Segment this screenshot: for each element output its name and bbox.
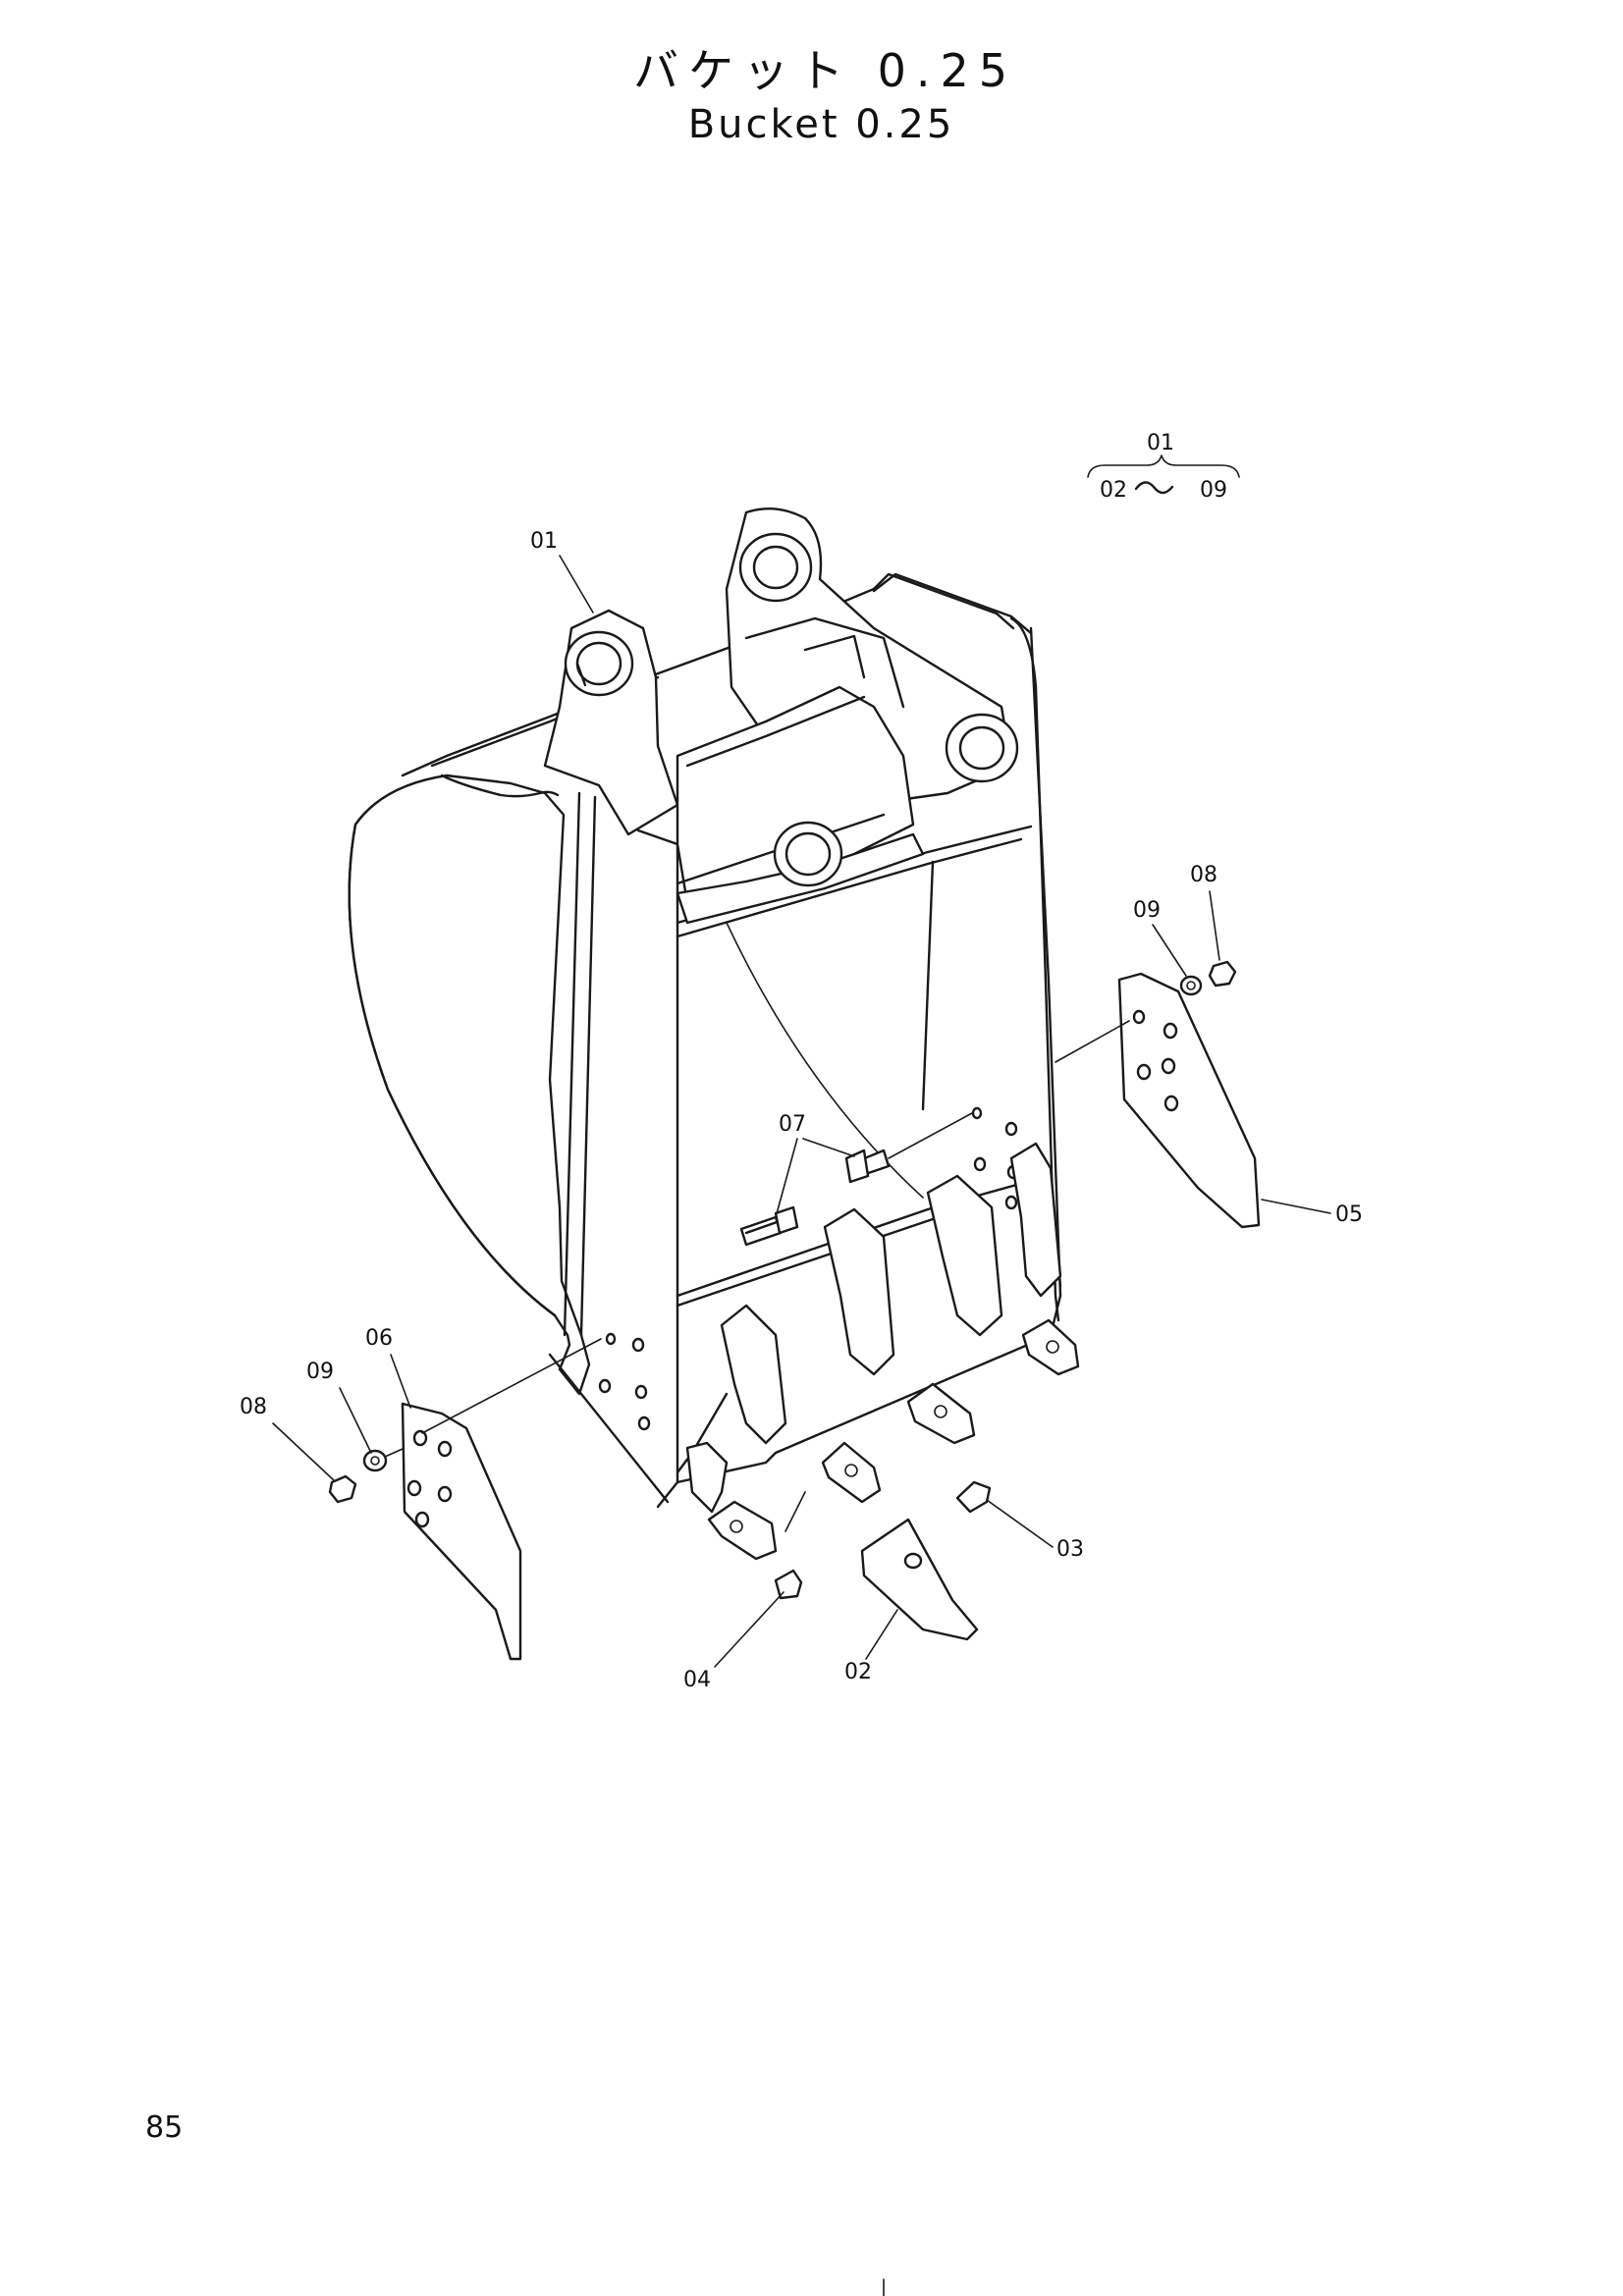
callout-09-right: 09 bbox=[1133, 898, 1161, 923]
callout-02: 02 bbox=[844, 1660, 872, 1684]
callout-08-left: 08 bbox=[240, 1395, 267, 1419]
assembly-note-top: 01 bbox=[1147, 431, 1174, 455]
callout-03: 03 bbox=[1056, 1537, 1084, 1562]
title-japanese: バケット 0.25 bbox=[632, 44, 1018, 97]
callout-07: 07 bbox=[779, 1112, 806, 1137]
side-cutter-left bbox=[328, 1338, 602, 1661]
page-number: 85 bbox=[145, 2110, 184, 2145]
title-english: Bucket 0.25 bbox=[687, 102, 955, 147]
assembly-note-to: 09 bbox=[1200, 478, 1227, 503]
assembly-note-from: 02 bbox=[1100, 478, 1127, 503]
callout-06: 06 bbox=[365, 1326, 393, 1351]
callout-05: 05 bbox=[1335, 1202, 1363, 1227]
callout-04: 04 bbox=[683, 1668, 711, 1692]
side-cutter-right bbox=[1055, 960, 1261, 1229]
callout-09-left: 09 bbox=[306, 1360, 334, 1384]
exploded-tooth-parts bbox=[774, 1480, 992, 1641]
bolts bbox=[739, 1112, 973, 1247]
callout-08-right: 08 bbox=[1190, 863, 1217, 887]
assembly-note: 01 02 09 bbox=[1087, 431, 1240, 503]
range-tilde bbox=[1134, 481, 1174, 495]
callout-01: 01 bbox=[530, 529, 558, 554]
bucket-bracket bbox=[543, 507, 1019, 925]
bucket-body bbox=[348, 572, 1062, 1509]
bucket-teeth bbox=[685, 1142, 1080, 1561]
callouts: 01 07 08 09 05 06 09 08 03 02 04 bbox=[240, 529, 1363, 1692]
